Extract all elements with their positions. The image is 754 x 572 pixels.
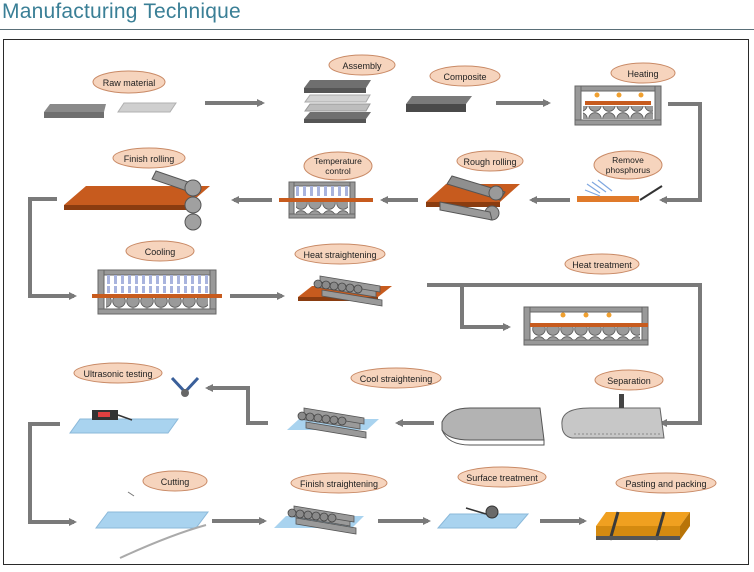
label-composite xyxy=(429,65,501,87)
label-finish-rolling xyxy=(112,147,186,169)
flow-arrow xyxy=(28,197,77,300)
step-cutting: Cutting xyxy=(95,470,209,559)
label-cutting-text: Cutting xyxy=(161,477,190,487)
label-assembly xyxy=(328,54,396,76)
label-heat-straightening-text: Heat straightening xyxy=(303,250,376,260)
label-rough-rolling-text: Rough rolling xyxy=(463,157,516,167)
label-temperature-control xyxy=(303,151,373,181)
step-composite: Composite xyxy=(406,65,501,112)
label-ultrasonic-testing xyxy=(73,362,163,384)
step-heating: Heating xyxy=(574,62,676,126)
flow-arrow xyxy=(427,283,702,427)
label-cool-straightening-text: Cool straightening xyxy=(360,374,433,384)
step-finish-rolling: Finish rolling xyxy=(64,147,210,231)
label-finish-rolling-text: Finish rolling xyxy=(124,154,175,164)
label-raw-material-text: Raw material xyxy=(103,78,156,88)
label-surface-treatment xyxy=(457,466,547,488)
flow-arrow xyxy=(460,285,511,331)
step-separation: Separation xyxy=(561,369,665,439)
label-heating xyxy=(610,62,676,84)
label-cool-straightening xyxy=(350,367,442,389)
label-separation xyxy=(594,369,664,391)
flow-arrow xyxy=(659,102,702,204)
label-cooling-text: Cooling xyxy=(145,247,176,257)
step-heat-treatment: Heat treatment xyxy=(523,253,649,346)
step-remove-phosphorus: Remove phosphorus xyxy=(577,150,663,202)
label-assembly-text: Assembly xyxy=(342,61,382,71)
label-finish-straightening-text: Finish straightening xyxy=(300,479,378,489)
step-heat-straightening: Heat straightening xyxy=(294,243,392,307)
label-composite-text: Composite xyxy=(443,72,486,82)
page-title: Manufacturing Technique xyxy=(2,0,241,23)
label-separation-text: Separation xyxy=(607,376,651,386)
label-temperature-control-text-1: Temperature xyxy=(314,156,362,166)
label-heat-straightening xyxy=(294,243,386,265)
flow-arrow xyxy=(28,422,77,526)
label-temperature-control-text-2: control xyxy=(325,166,351,176)
diagram-frame xyxy=(3,39,749,565)
label-pasting-and-packing-text: Pasting and packing xyxy=(625,479,706,489)
step-cooling: Cooling xyxy=(92,240,222,315)
label-cutting xyxy=(142,470,208,492)
step-ultrasonic-testing: Ultrasonic testing xyxy=(69,362,200,434)
label-pasting-and-packing xyxy=(615,472,717,494)
ultrasonic-probe-icon xyxy=(170,376,200,397)
label-remove-phosphorus-text-1: Remove xyxy=(612,155,644,165)
label-heat-treatment xyxy=(564,253,640,275)
label-rough-rolling xyxy=(456,150,524,172)
step-cool-straightening xyxy=(441,407,545,446)
label-heating-text: Heating xyxy=(627,69,658,79)
step-surface-treatment: Surface treatment xyxy=(436,466,547,529)
label-remove-phosphorus xyxy=(593,150,663,180)
label-finish-straightening xyxy=(290,472,388,494)
label-heat-treatment-text: Heat treatment xyxy=(572,260,632,270)
label-remove-phosphorus-text-2: phosphorus xyxy=(606,165,650,175)
label-ultrasonic-testing-text: Ultrasonic testing xyxy=(83,369,152,379)
title-divider xyxy=(0,29,754,30)
step-rough-rolling: Rough rolling xyxy=(426,150,524,221)
label-raw-material xyxy=(92,70,166,94)
step-raw-material: Raw material xyxy=(44,70,177,118)
label-surface-treatment-text: Surface treatment xyxy=(466,473,538,483)
step-finish-straightening: Finish straightening xyxy=(274,472,388,535)
step-pasting-and-packing: Pasting and packing xyxy=(596,472,717,541)
label-cooling xyxy=(125,240,195,262)
step-temperature-control: Temperature control xyxy=(279,151,373,219)
step-cool-straightening-rollers: Cool straightening xyxy=(287,367,442,439)
flow-arrow xyxy=(205,384,268,425)
step-assembly: Assembly xyxy=(304,54,396,123)
